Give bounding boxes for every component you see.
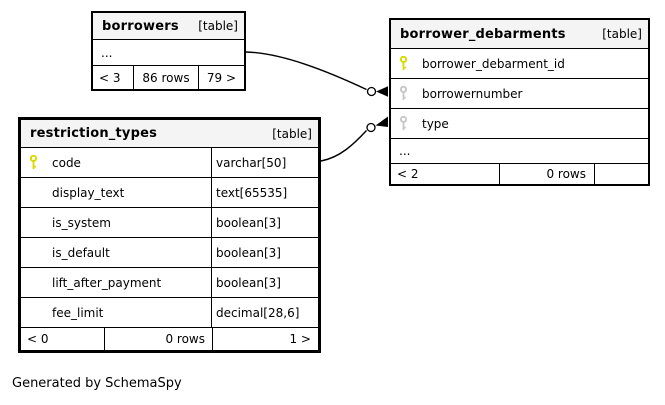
column-name: code [52,155,81,170]
column-name: fee_limit [52,305,104,320]
table-kind-label: [table] [272,126,312,141]
related-left-count: < 3 [99,70,121,85]
table-restriction_types: restriction_types [table] code varchar[5… [18,117,321,353]
column-name: borrower_debarment_id [422,56,565,71]
related-right-count [594,164,648,184]
ellipsis-label: ... [101,45,113,60]
column-name: borrowernumber [422,86,523,101]
table-name: borrowers [102,18,179,34]
column-type: boolean[3] [211,238,318,267]
row-count: 0 rows [499,164,594,184]
column-type: boolean[3] [211,208,318,237]
column-name: is_system [52,215,111,230]
column-type: decimal[28,6] [211,298,318,327]
table-borrowers: borrowers [table] ... < 3 86 rows 79 > [91,11,246,91]
column-row: borrower_debarment_id [391,48,648,78]
edge-restriction_types-to-borrower_debarments [320,116,388,162]
related-right-count: 79 > [198,66,244,89]
primary-key-icon [28,155,43,170]
ellipsis-label: ... [399,144,411,158]
table-restriction_types-footer: < 0 0 rows 1 > [21,327,318,350]
column-type: boolean[3] [211,268,318,297]
foreign-key-icon [398,116,413,131]
column-type: varchar[50] [211,148,318,177]
column-name: lift_after_payment [52,275,162,290]
generator-note: Generated by SchemaSpy [12,376,182,391]
column-row: display_text text[65535] [21,177,318,207]
column-row: type [391,108,648,138]
column-name: type [422,116,449,131]
table-kind-label: [table] [602,27,642,41]
related-left-count: < 2 [397,167,419,181]
hidden-columns-row: ... [391,138,648,163]
column-row: is_default boolean[3] [21,237,318,267]
hidden-columns-row: ... [93,39,244,65]
primary-key-icon [398,56,413,71]
column-type: text[65535] [211,178,318,207]
column-row: is_system boolean[3] [21,207,318,237]
column-row: borrowernumber [391,78,648,108]
table-name: borrower_debarments [400,26,566,42]
column-name: is_default [52,245,110,260]
row-count: 0 rows [104,328,212,350]
foreign-key-icon [398,86,413,101]
table-restriction_types-header[interactable]: restriction_types [table] [21,120,318,147]
row-count: 86 rows [133,66,198,89]
table-borrower_debarments-header[interactable]: borrower_debarments [table] [391,20,648,48]
related-right-count: 1 > [212,328,318,350]
table-kind-label: [table] [198,19,238,33]
column-name: display_text [52,185,125,200]
table-borrower_debarments-footer: < 2 0 rows [391,163,648,184]
table-borrower_debarments: borrower_debarments [table] borrower_deb… [389,18,650,186]
related-left-count: < 0 [27,332,49,346]
column-row: lift_after_payment boolean[3] [21,267,318,297]
table-borrowers-header[interactable]: borrowers [table] [93,13,244,39]
edge-borrowers-to-borrower_debarments [245,51,388,97]
column-row: code varchar[50] [21,147,318,177]
column-row: fee_limit decimal[28,6] [21,297,318,327]
table-name: restriction_types [30,126,158,141]
table-borrowers-footer: < 3 86 rows 79 > [93,65,244,89]
